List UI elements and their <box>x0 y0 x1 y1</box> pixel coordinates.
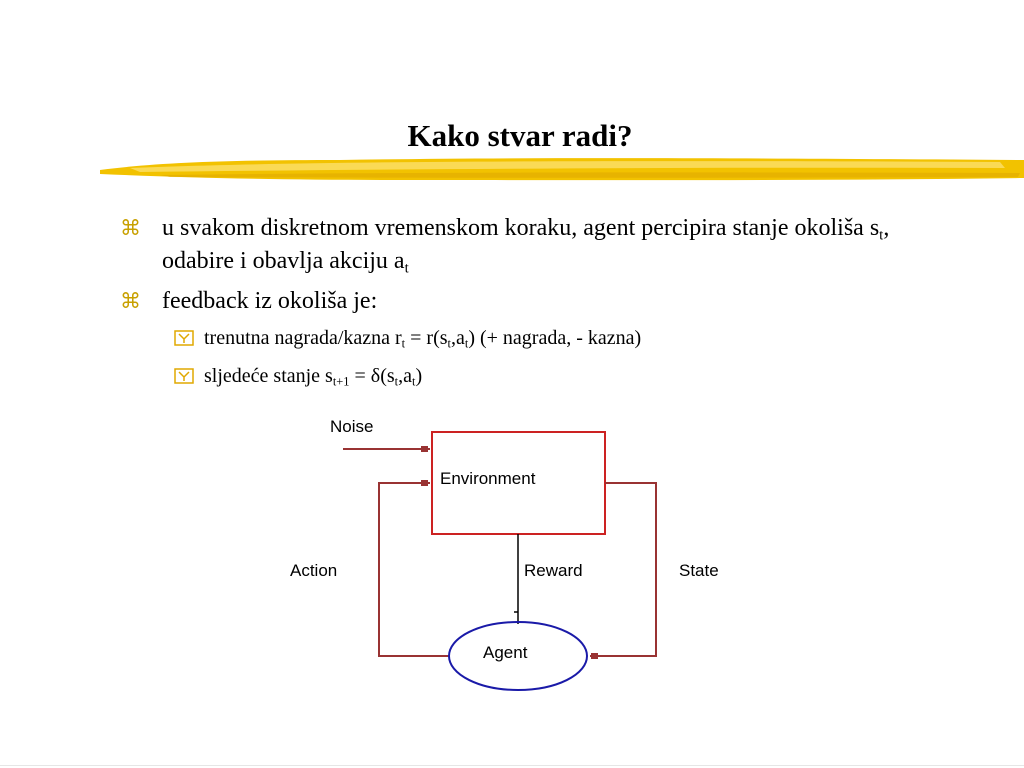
bullet-text: feedback iz okoliša je: <box>162 288 378 314</box>
action-arrow-head <box>421 480 428 486</box>
checkbox-y-icon <box>174 330 194 346</box>
state-arrow-head <box>591 653 598 659</box>
bullet-item: ⌘ u svakom diskretnom vremenskom koraku,… <box>120 212 920 278</box>
reward-label: Reward <box>524 561 583 580</box>
footer-divider <box>0 765 1024 766</box>
z-bullet-icon: ⌘ <box>120 216 141 240</box>
state-label: State <box>679 561 719 580</box>
bullet-text: u svakom diskretnom vremenskom koraku, a… <box>162 215 890 277</box>
sub-bullet-item: trenutna nagrada/kazna rt = r(st,at) (+ … <box>120 325 920 352</box>
checkbox-y-icon <box>174 368 194 384</box>
slide-title: Kako stvar radi? <box>407 118 633 153</box>
z-bullet-icon: ⌘ <box>120 289 141 313</box>
noise-arrow-head <box>421 446 428 452</box>
environment-label: Environment <box>440 469 536 488</box>
sub-bullet-item: sljedeće stanje st+1 = δ(st,at) <box>120 363 920 390</box>
sub-bullet-text: sljedeće stanje st+1 = δ(st,at) <box>204 365 423 389</box>
agent-label: Agent <box>483 643 528 662</box>
noise-label: Noise <box>330 417 373 436</box>
action-label: Action <box>290 561 337 580</box>
action-connector <box>378 482 450 657</box>
bullet-item: ⌘ feedback iz okoliša je: <box>120 285 920 318</box>
bullet-list: ⌘ u svakom diskretnom vremenskom koraku,… <box>120 212 920 401</box>
sub-bullet-text: trenutna nagrada/kazna rt = r(st,at) (+ … <box>204 327 642 351</box>
state-connector <box>590 482 657 657</box>
agent-node <box>448 621 588 691</box>
brush-stroke-divider <box>100 158 1024 181</box>
